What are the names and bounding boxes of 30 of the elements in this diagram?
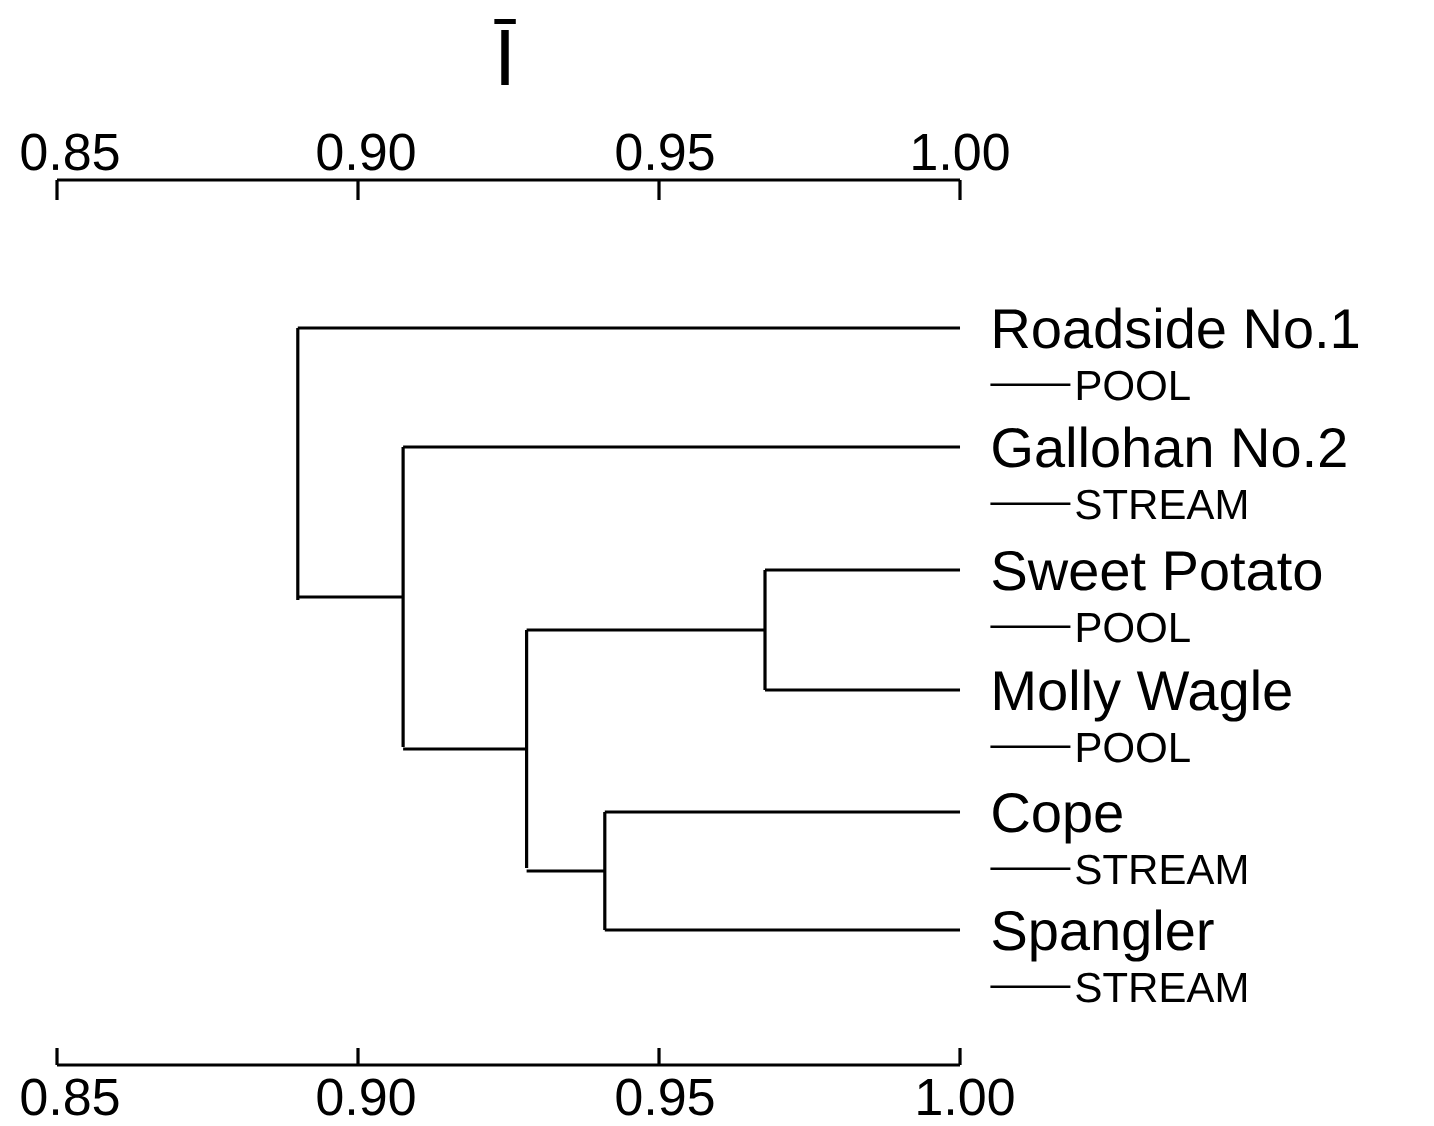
junction-line: [525, 628, 529, 870]
branch-line: [604, 928, 960, 932]
junction-line: [296, 326, 300, 602]
tick-label: 0.90: [317, 133, 415, 171]
branch-line: [604, 810, 960, 814]
tick-label: 0.90: [317, 1078, 415, 1116]
tick-label: 1.00: [918, 1078, 1014, 1116]
branch-line: [765, 568, 960, 572]
leaf-label: Roadside No.1 POOL: [990, 307, 1358, 401]
branch-line: [403, 445, 960, 449]
branch-line: [403, 747, 527, 751]
junction-line: [763, 568, 767, 692]
branch-line: [526, 869, 605, 873]
tick-label: 0.95: [616, 133, 714, 171]
tick-label: 0.85: [21, 133, 119, 171]
leaf-label: Sweet Potato POOL: [990, 550, 1322, 643]
leaf-label: Spangler STREAM: [990, 909, 1246, 1003]
branch-line: [526, 628, 765, 632]
tick-label: 0.85: [21, 1078, 119, 1116]
tick-label: 0.95: [616, 1078, 714, 1116]
leaf-label: Cope STREAM: [990, 792, 1246, 885]
branch-line: [765, 688, 960, 692]
branch-line: [297, 595, 404, 599]
tick-label: 1.00: [913, 133, 1009, 171]
leaf-label: Gallohan No.2 STREAM: [990, 426, 1346, 520]
leaf-label: Molly Wagle POOL: [990, 669, 1291, 763]
junction-line: [603, 810, 607, 932]
axis-title: Ī: [494, 18, 516, 86]
branch-line: [297, 326, 960, 330]
junction-line: [401, 445, 405, 749]
